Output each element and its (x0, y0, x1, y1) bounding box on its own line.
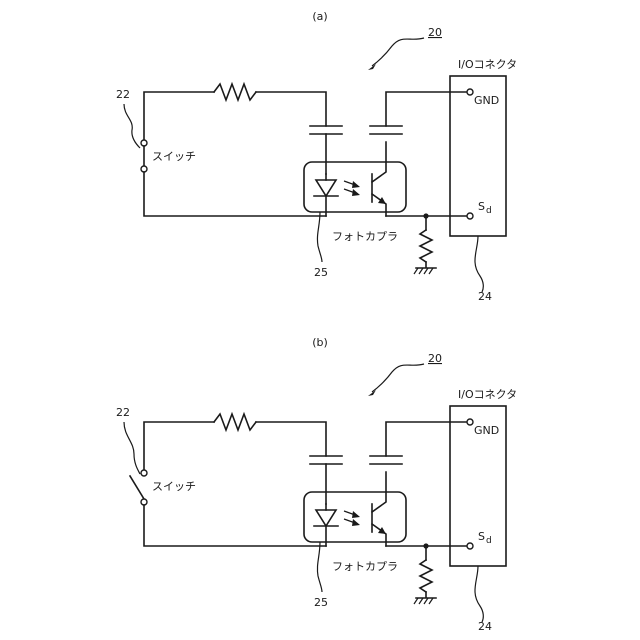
optocoupler-ref-label: 25 (314, 266, 328, 279)
panel-caption: (b) (312, 336, 328, 349)
switch-contact-open (130, 476, 144, 499)
gnd-terminal (467, 419, 473, 425)
connector-label: I/Oコネクタ (458, 388, 517, 401)
switch-terminal-top (141, 140, 147, 146)
panel-a: (a) 20 I/Oコネクタ GND S d 24 22 スイッチ (116, 10, 517, 303)
gnd-terminal (467, 89, 473, 95)
connector-ref-leader (475, 236, 483, 292)
pin-sd-subscript: d (486, 536, 492, 546)
isolation-bar-right (370, 126, 402, 134)
pin-sd-label: S (478, 530, 485, 543)
isolation-bar-right (370, 456, 402, 464)
switch-ref-leader (124, 104, 140, 148)
resistor-top (214, 414, 256, 430)
switch-ref-label: 22 (116, 88, 130, 101)
pin-gnd-label: GND (474, 94, 499, 107)
system-ref-label: 20 (428, 352, 442, 365)
pin-sd-subscript: d (486, 206, 492, 216)
wire-to-gnd (386, 92, 466, 126)
switch-label: スイッチ (152, 480, 196, 493)
system-ref-arrowhead (368, 390, 376, 396)
optocoupler-ref-leader (317, 212, 322, 262)
ground-symbol (416, 262, 436, 268)
resistor-top (214, 84, 256, 100)
wire-bottom-left (144, 172, 326, 216)
transistor-emitter-arrow (378, 527, 386, 534)
optocoupler-label: フォトカプラ (332, 230, 398, 243)
optocoupler-label: フォトカプラ (332, 560, 398, 573)
connector-ref-label: 24 (478, 620, 492, 633)
isolation-bar-left (310, 126, 342, 134)
panel-b: (b) 20 I/Oコネクタ GND S d 24 22 スイッチ (116, 336, 517, 633)
led-triangle (316, 180, 336, 196)
led-triangle (316, 510, 336, 526)
sd-terminal (467, 543, 473, 549)
switch-ref-leader (124, 422, 140, 474)
optocoupler-ref-leader (317, 542, 322, 592)
connector-ref-label: 24 (478, 290, 492, 303)
switch-ref-label: 22 (116, 406, 130, 419)
isolation-bar-left (310, 456, 342, 464)
switch-terminal-top (141, 470, 147, 476)
pin-sd-label: S (478, 200, 485, 213)
system-ref-leader (372, 38, 424, 66)
switch-terminal-bottom (141, 166, 147, 172)
connector-label: I/Oコネクタ (458, 58, 517, 71)
system-ref-label: 20 (428, 26, 442, 39)
sd-terminal (467, 213, 473, 219)
light-arrowheads (352, 181, 360, 196)
wire-top-right (256, 92, 326, 126)
ground-hatch (414, 268, 433, 274)
system-ref-arrowhead (368, 64, 376, 70)
wire-top-right (256, 422, 326, 456)
wire-bottom-left (144, 505, 326, 546)
resistor-pulldown (420, 560, 432, 592)
light-arrowheads (352, 511, 360, 526)
wire-top-left (144, 92, 214, 140)
optocoupler-ref-label: 25 (314, 596, 328, 609)
panel-caption: (a) (312, 10, 327, 23)
switch-terminal-bottom (141, 499, 147, 505)
resistor-pulldown (420, 230, 432, 262)
transistor-emitter-arrow (378, 197, 386, 204)
ground-hatch (414, 598, 433, 604)
ground-symbol (416, 592, 436, 598)
connector-ref-leader (475, 566, 483, 622)
switch-label: スイッチ (152, 150, 196, 163)
system-ref-leader (372, 364, 424, 392)
wire-top-left (144, 422, 214, 470)
wire-to-gnd (386, 422, 466, 456)
pin-gnd-label: GND (474, 424, 499, 437)
